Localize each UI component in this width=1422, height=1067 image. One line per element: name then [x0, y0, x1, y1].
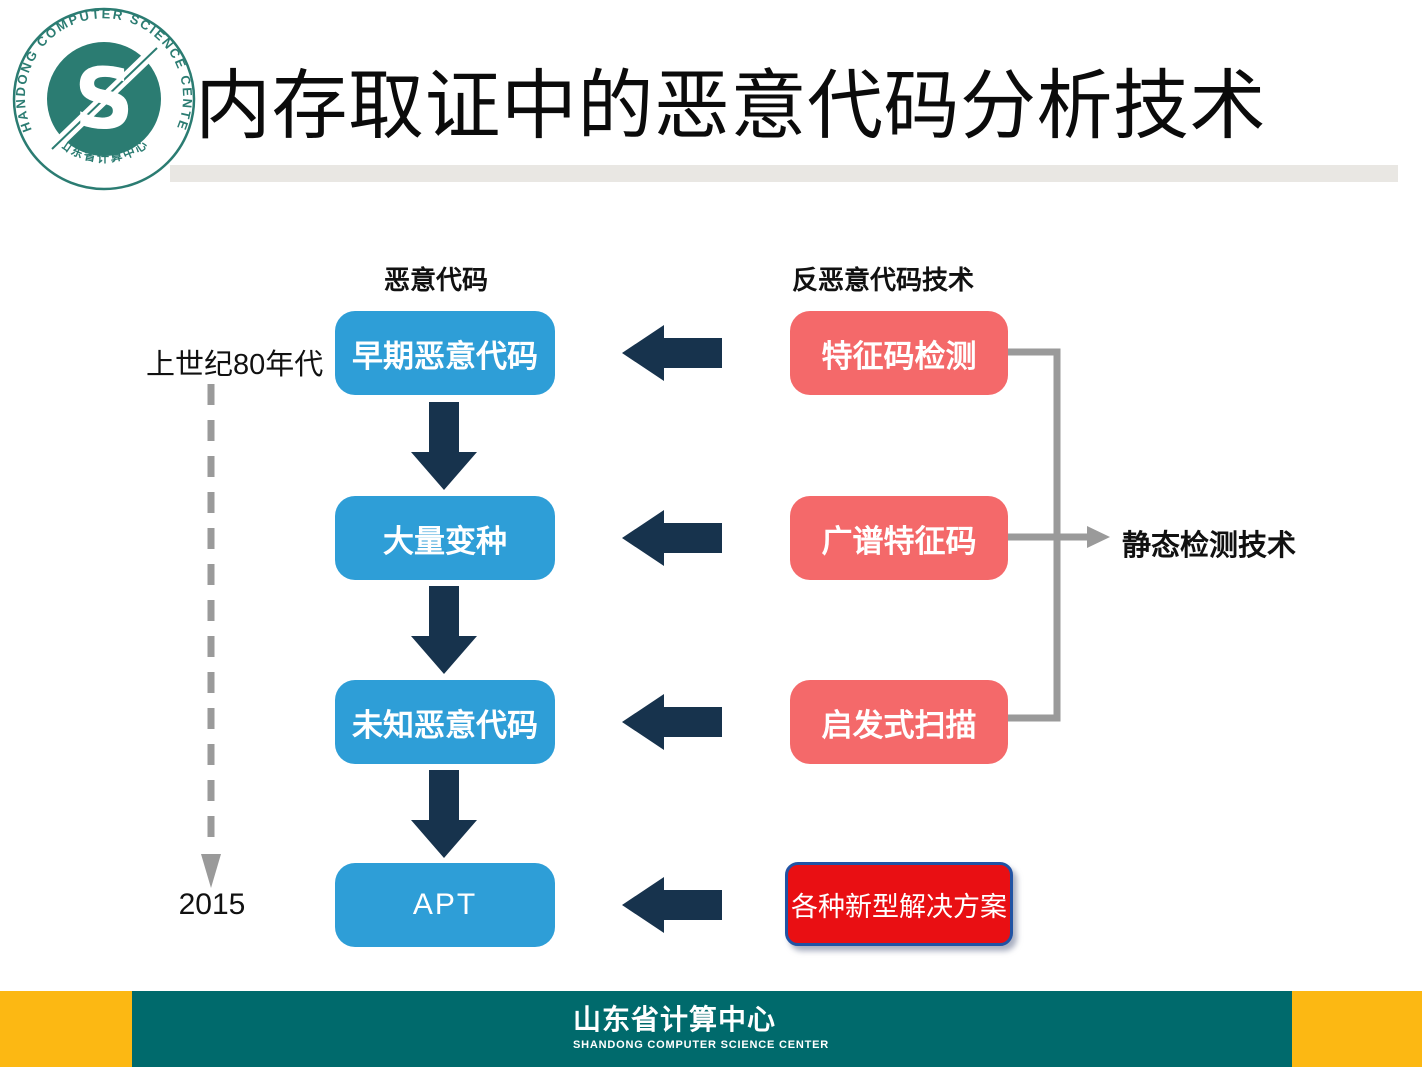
column-header-antimalware: 反恶意代码技术 [791, 265, 974, 295]
footer-accent-left [0, 991, 132, 1067]
new-solution-box: 各种新型解决方案 [785, 862, 1013, 946]
flow-left-arrow [622, 325, 722, 381]
column-header-malware: 恶意代码 [383, 265, 488, 295]
footer-org-name-cn: 山东省计算中心 [573, 1004, 777, 1035]
flow-left-arrow [622, 694, 722, 750]
static-group-bracket [1008, 348, 1061, 722]
tech-box-heuristic-scan: 启发式扫描 [790, 680, 1008, 764]
flow-down-arrow [411, 586, 477, 674]
footer-accent-right [1292, 991, 1422, 1067]
slide-title: 内存取证中的恶意代码分析技术 [195, 65, 1266, 149]
timeline-arrowhead-icon [201, 854, 221, 888]
flow-down-arrow [411, 770, 477, 858]
tech-box-broad-signature: 广谱特征码 [790, 496, 1008, 580]
static-detection-label: 静态检测技术 [1122, 530, 1297, 562]
logo-lightning-slash-inner [51, 47, 158, 150]
org-seal-logo: SHANDONG COMPUTER SCIENCE CENTER 山东省计算中心… [8, 3, 196, 191]
footer-org-name-en: SHANDONG COMPUTER SCIENCE CENTER [573, 1038, 830, 1051]
timeline-end-label: 2015 [178, 888, 246, 921]
timeline-start-label: 上世纪80年代 [146, 349, 324, 381]
malware-stage-box-unknown: 未知恶意代码 [335, 680, 555, 764]
title-underline [170, 165, 1398, 182]
footer-bar [0, 991, 1422, 1067]
malware-stage-box-early: 早期恶意代码 [335, 311, 555, 395]
malware-stage-box-apt: APT [335, 863, 555, 947]
flow-down-arrow [411, 402, 477, 490]
logo-monogram: S [74, 50, 135, 148]
tech-box-signature-detection: 特征码检测 [790, 311, 1008, 395]
flow-left-arrow [622, 877, 722, 933]
static-group-arrowhead [1087, 526, 1110, 548]
flow-left-arrow [622, 510, 722, 566]
footer-logo: 山东省计算中心 SHANDONG COMPUTER SCIENCE CENTER [573, 1004, 830, 1051]
malware-stage-box-variants: 大量变种 [335, 496, 555, 580]
